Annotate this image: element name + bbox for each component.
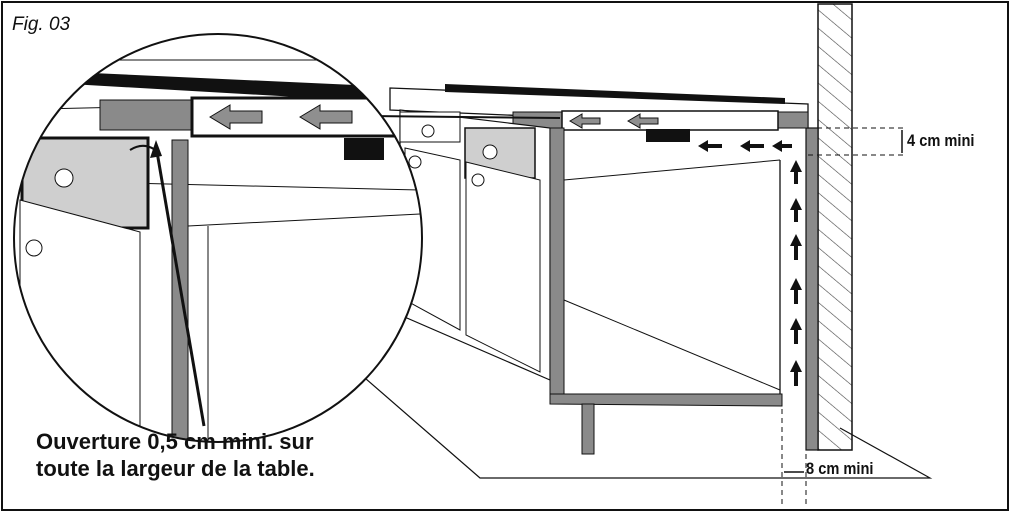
dimension-lines	[781, 127, 905, 505]
opening-pointer	[154, 145, 206, 427]
airflow-arrow-icon	[698, 140, 802, 386]
pointer-arrowhead	[150, 140, 162, 158]
airflow-arrow-icon	[569, 113, 659, 129]
back-panel	[805, 127, 819, 451]
dimension-label-top: 4 cm mini	[907, 131, 975, 150]
caption-line-2: toute la largeur de la table.	[36, 456, 315, 481]
floor-outline	[334, 351, 933, 479]
dimension-label-bottom: 8 cm mini	[806, 459, 874, 478]
magnifier-pointer	[369, 115, 561, 119]
vent-grille-icon	[646, 129, 690, 142]
opening-caption: Ouverture 0,5 cm mini. sur toute la larg…	[36, 428, 456, 482]
cabinet-left	[399, 109, 551, 381]
figure-label: Fig. 03	[12, 14, 71, 35]
oven-cavity	[549, 127, 783, 455]
caption-line-1: Ouverture 0,5 cm mini. sur	[36, 429, 314, 454]
magnifier-detail	[13, 33, 423, 443]
wall	[817, 3, 853, 451]
